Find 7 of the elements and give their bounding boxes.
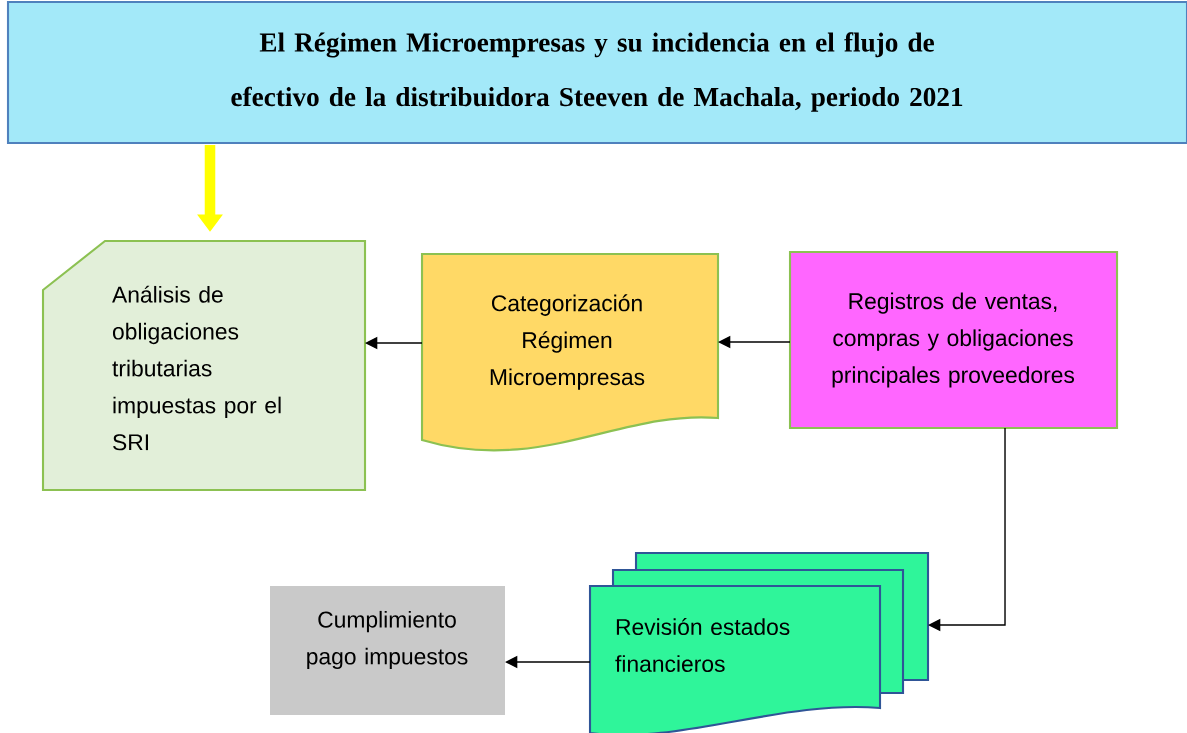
arrow	[928, 427, 1006, 632]
multi-document-box: Revisión estados financieros	[588, 551, 930, 733]
document-box: Análisis de obligaciones tributarias impuestas por el SRI	[41, 239, 367, 492]
process-box: Registros de ventas, compras y obligaciones principales proveedores	[788, 250, 1119, 430]
document-box: Categorización Régimen Microempresas	[420, 252, 720, 452]
process-box: Cumplimiento pago impuestos	[270, 586, 505, 715]
title-box: El Régimen Microempresas y su incidencia en el flujo de efectivo de la distribuidora Steeven de Machala, periodo 2021	[6, 0, 1187, 145]
